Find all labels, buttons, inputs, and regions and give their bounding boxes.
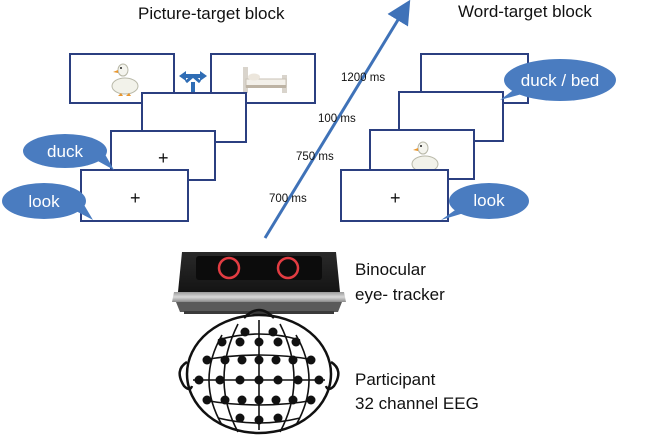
speech-bubble-duck-bed: duck / bed	[504, 62, 616, 99]
right-screen-fixation: +	[340, 169, 449, 222]
fixation-cross: +	[158, 148, 169, 168]
tracker-label-line2: eye- tracker	[355, 285, 445, 304]
speech-bubble-look-right-text: look	[473, 191, 505, 210]
speech-bubble-look-left-text: look	[28, 191, 60, 211]
participant-label-line1: Participant	[355, 370, 436, 389]
speech-bubble-duck: duck	[23, 136, 107, 167]
fixation-cross: +	[390, 188, 401, 208]
fixation-cross: +	[130, 188, 141, 208]
speech-bubble-duck-text: duck	[47, 141, 83, 161]
timing-label-700: 700 ms	[269, 193, 307, 205]
timing-label-100: 100 ms	[318, 113, 356, 125]
timing-label-750: 750 ms	[296, 151, 334, 163]
tracker-label-line1: Binocular	[355, 260, 426, 279]
timing-label-1200: 1200 ms	[341, 72, 386, 84]
picture-target-block-title: Picture-target block	[138, 4, 285, 23]
speech-bubble-look-left: look	[2, 185, 86, 218]
participant-label-line2: 32 channel EEG	[355, 394, 479, 413]
speech-bubble-duck-bed-text: duck / bed	[520, 70, 600, 90]
word-target-block-title: Word-target block	[458, 2, 592, 21]
bed-picture-icon	[243, 67, 287, 93]
speech-bubble-look-right: look	[449, 184, 529, 218]
duck-picture-icon	[111, 63, 139, 96]
